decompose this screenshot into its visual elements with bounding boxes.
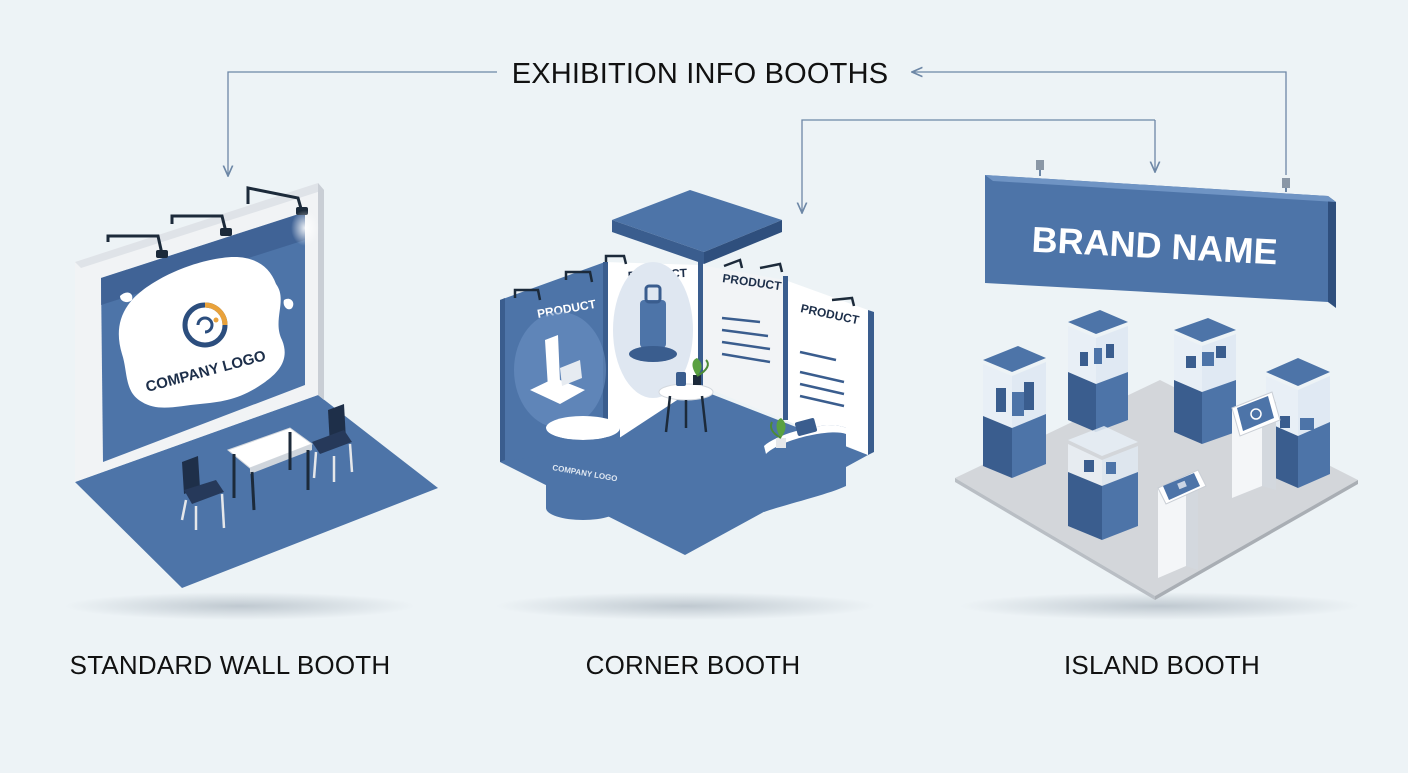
- corner-booth-post-3: [783, 276, 788, 420]
- corner-booth-left-wall-edge: [500, 298, 505, 462]
- corner-booth-label: CORNER BOOTH: [585, 650, 801, 680]
- corner-left-wall-product: [514, 312, 606, 428]
- island-booth: BRAND NAME: [955, 160, 1358, 600]
- page-title-text: EXHIBITION INFO BOOTHS: [511, 58, 889, 90]
- company-logo-icon: [182, 302, 228, 348]
- display-case-2: [1068, 310, 1128, 432]
- kiosk-front: [1157, 469, 1207, 578]
- corner-booth-canopy-right: [704, 220, 782, 264]
- standard-booth-chair-right: [312, 404, 354, 482]
- standard-booth-splash-blot-1: [120, 292, 133, 303]
- corner-right-wall-info: [799, 350, 845, 408]
- page-title: EXHIBITION INFO BOOTHS: [0, 58, 1408, 91]
- standard-booth-wall-side: [318, 183, 324, 400]
- sign-hook-right: [1282, 178, 1290, 188]
- corner-booth-back-right-wall: [700, 265, 785, 420]
- island-hanging-sign: [985, 160, 1336, 308]
- corner-booth-round-table: [658, 383, 714, 433]
- display-case-4: [1266, 358, 1330, 488]
- standard-booth-panel-shade: [101, 212, 305, 305]
- corner-back-product: [613, 262, 693, 398]
- arrow-to-corner-booth: [802, 119, 1155, 213]
- standard-booth-shadow: [65, 592, 415, 620]
- standard-spotlight-glow: [291, 210, 319, 246]
- corner-booth: PRODUCT PRODUCT PRODUCT PRODUCT: [500, 190, 874, 555]
- plant-icon: [770, 418, 786, 448]
- standard-booth-wall-top: [75, 183, 324, 268]
- corner-booth-post-2: [698, 258, 703, 386]
- corner-booth-left-counter: COMPANY LOGO: [546, 416, 620, 520]
- display-case-1: [983, 346, 1046, 478]
- standard-booth-splash-blot-2: [283, 298, 294, 310]
- corner-booth-right-wall-edge: [868, 310, 874, 455]
- arrow-to-standard-booth: [228, 71, 497, 176]
- standard-booth-label: STANDARD WALL BOOTH: [69, 650, 391, 680]
- corner-table-gadget: [676, 372, 686, 386]
- standard-wall-booth: COMPANY LOGO: [75, 183, 438, 588]
- corner-booth-right-wall: [785, 280, 868, 455]
- spotlight-icon: [106, 186, 304, 255]
- connector-arrows: [228, 71, 1287, 213]
- plant-icon: [692, 358, 709, 385]
- display-case-5: [1068, 426, 1138, 540]
- sign-hook-left: [1036, 160, 1044, 170]
- corner-back-right-info: [721, 316, 771, 364]
- corner-booth-canopy-top: [612, 190, 782, 252]
- island-booth-label: ISLAND BOOTH: [1064, 650, 1260, 680]
- sign-face: [985, 175, 1328, 302]
- corner-booth-shadow: [496, 592, 876, 620]
- kiosk-screen-icon: [1237, 396, 1274, 431]
- kiosk-back: [1231, 391, 1281, 498]
- standard-booth-logo-splash: [118, 257, 285, 408]
- island-booth-floor-edge: [955, 478, 1155, 600]
- standard-booth-chair-left: [180, 456, 226, 530]
- standard-booth-table: [226, 427, 314, 511]
- corner-booth-post-1: [603, 262, 608, 447]
- corner-booth-canopy-left: [612, 220, 704, 264]
- island-booth-shadow: [960, 592, 1360, 620]
- spotlight-icon: [513, 254, 856, 307]
- sign-side: [1328, 196, 1336, 308]
- arrow-to-title: [912, 72, 1287, 175]
- island-booth-floor-edge-right: [1155, 480, 1358, 600]
- display-case-3: [1174, 318, 1236, 444]
- sign-top: [985, 175, 1336, 202]
